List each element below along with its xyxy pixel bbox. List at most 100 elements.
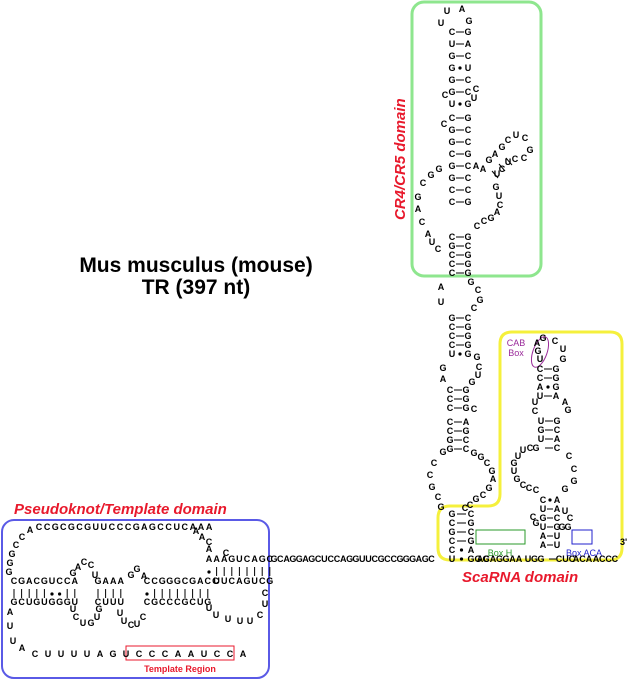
- pk-p2-bottom-nt: G: [33, 597, 40, 607]
- pk-p2-bottom-nt: G: [10, 597, 17, 607]
- central-stem-nt: G: [464, 340, 471, 350]
- linker-nt: G: [308, 554, 315, 564]
- central-loop-nt: G: [437, 502, 444, 512]
- box-h-nt: A: [509, 554, 516, 564]
- central-stem-nt: G: [462, 426, 469, 436]
- pk-loop2-nt: G: [127, 570, 134, 580]
- pk-p2-top-nt: U: [49, 576, 56, 586]
- cr4-stem-nt: C: [473, 84, 480, 94]
- cr4-stem-nt: U: [449, 39, 456, 49]
- cr5-arm-nt: G: [492, 182, 499, 192]
- central-stem-nt: A: [438, 282, 445, 292]
- box-aca-label: Box ACA: [566, 548, 602, 558]
- cr5-arm-nt: C: [481, 216, 488, 226]
- pk-p3-top-nt: G: [159, 576, 166, 586]
- pk-bottom-strand-nt: C: [227, 649, 234, 659]
- pk-p2-bottom-nt: G: [64, 597, 71, 607]
- central-loop-nt: C: [467, 500, 474, 510]
- pk-p1-top-nt: A: [206, 554, 213, 564]
- pk-p3a-top-nt: A: [118, 576, 125, 586]
- pk-p1-bottom-nt: G: [266, 576, 273, 586]
- pk-p3-top-nt: G: [166, 576, 173, 586]
- base-pair-layer: [13, 31, 556, 598]
- pk-top-arc-nt: C: [60, 522, 67, 532]
- central-stem-nt: G: [464, 322, 471, 332]
- pk-p1-top-nt: C: [267, 554, 274, 564]
- scarna-left-stem-nt: G: [448, 509, 455, 519]
- pk-top-arc-nt: A: [190, 522, 197, 532]
- pk-bottom-loop-nt: U: [213, 610, 220, 620]
- pk-lower-loop-nt: U: [121, 616, 128, 626]
- central-stem-nt: C: [449, 331, 456, 341]
- wobble-pair-dot: [458, 66, 462, 70]
- linker-nt: C: [390, 554, 397, 564]
- cr4-stem-nt: C: [449, 185, 456, 195]
- scarna-nt: C: [612, 554, 619, 564]
- scarna-right-stem-nt: G: [552, 373, 559, 383]
- linker-nt: C: [372, 554, 379, 564]
- box-h-nt: A: [477, 554, 484, 564]
- pk-top-arc-nt: U: [92, 522, 99, 532]
- pk-bottom-strand-nt: U: [123, 649, 130, 659]
- scarna-right-stem-nt: G: [553, 416, 560, 426]
- wobble-pair-dot: [548, 498, 552, 502]
- pk-loop1-nt: C: [81, 557, 88, 567]
- cr5-arm-nt: C: [474, 221, 481, 231]
- linker-nt: G: [422, 554, 429, 564]
- wobble-pair-dot: [50, 592, 54, 596]
- scarna-loop-nt: C: [554, 443, 561, 453]
- central-stem-nt: C: [471, 404, 478, 414]
- linker-nt: U: [359, 554, 366, 564]
- pk-p1-bottom-nt: A: [236, 576, 243, 586]
- central-stem-nt: U: [475, 370, 482, 380]
- linker-nt: C: [428, 554, 435, 564]
- pk-p1-top-nt: G: [228, 554, 235, 564]
- pk-bottom-loop-nt: U: [225, 614, 232, 624]
- cr5-arm-nt: C: [497, 200, 504, 210]
- scarna-left-stem-nt: G: [467, 536, 474, 546]
- pk-p2-bottom-nt: G: [56, 597, 63, 607]
- cr4-stem-nt: C: [465, 125, 472, 135]
- pk-bottom-loop-nt: U: [247, 616, 254, 626]
- title-line1: Mus musculus (mouse): [79, 254, 312, 277]
- pk-top-arc-nt: C: [157, 522, 164, 532]
- pk-left-down-nt: A: [7, 607, 14, 617]
- pk-top-arc-nt: C: [125, 522, 132, 532]
- scarna-right-stem-nt: G: [532, 518, 539, 528]
- pseudoknot-domain-label: Pseudoknot/Template domain: [14, 501, 227, 518]
- scarna-right-stem-nt: A: [554, 434, 561, 444]
- central-stem-nt: G: [446, 444, 453, 454]
- scarna-hairpin-loop-nt: U: [560, 344, 567, 354]
- pk-p2-bottom-nt: U: [26, 597, 33, 607]
- wobble-pair-dot: [459, 548, 464, 552]
- pk-p2-top-nt: G: [18, 576, 25, 586]
- pk-top-arc-nt: A: [193, 526, 200, 536]
- cr5-arm-nt: C: [522, 133, 529, 143]
- central-loop-nt: G: [472, 494, 479, 504]
- linker-nt: G: [403, 554, 410, 564]
- scarna-left-stem-nt: G: [448, 527, 455, 537]
- central-stem-nt: G: [462, 385, 469, 395]
- pk-top-arc-nt: C: [109, 522, 116, 532]
- pk-bottom-strand-nt: A: [188, 649, 195, 659]
- cr4-stem-nt: A: [465, 39, 472, 49]
- scarna-loop-nt: G: [561, 484, 568, 494]
- central-stem-nt: G: [462, 394, 469, 404]
- scarna-right-stem-nt: G: [558, 522, 565, 532]
- central-stem-nt: G: [476, 295, 483, 305]
- scarna-hairpin-loop-nt: A: [534, 338, 541, 348]
- pk-bottom-strand-nt: C: [32, 649, 39, 659]
- central-stem-nt: G: [448, 313, 455, 323]
- cab-box-ellipse: [530, 336, 550, 368]
- scarna-right-stem-nt: A: [540, 540, 547, 550]
- cr4-loop-nt: A: [459, 4, 466, 14]
- pk-left-down-nt: U: [7, 621, 14, 631]
- cr4-stem-nt: C: [442, 90, 449, 100]
- central-loop-nt: G: [428, 482, 435, 492]
- linker-nt: A: [416, 554, 423, 564]
- pk-lower-loop-nt: U: [134, 619, 141, 629]
- scarna-loop-nt: U: [520, 445, 527, 455]
- cr4-stem-nt: C: [441, 119, 448, 129]
- pk-bottom-strand-nt: U: [201, 649, 208, 659]
- cr5-arm-nt: C: [505, 135, 512, 145]
